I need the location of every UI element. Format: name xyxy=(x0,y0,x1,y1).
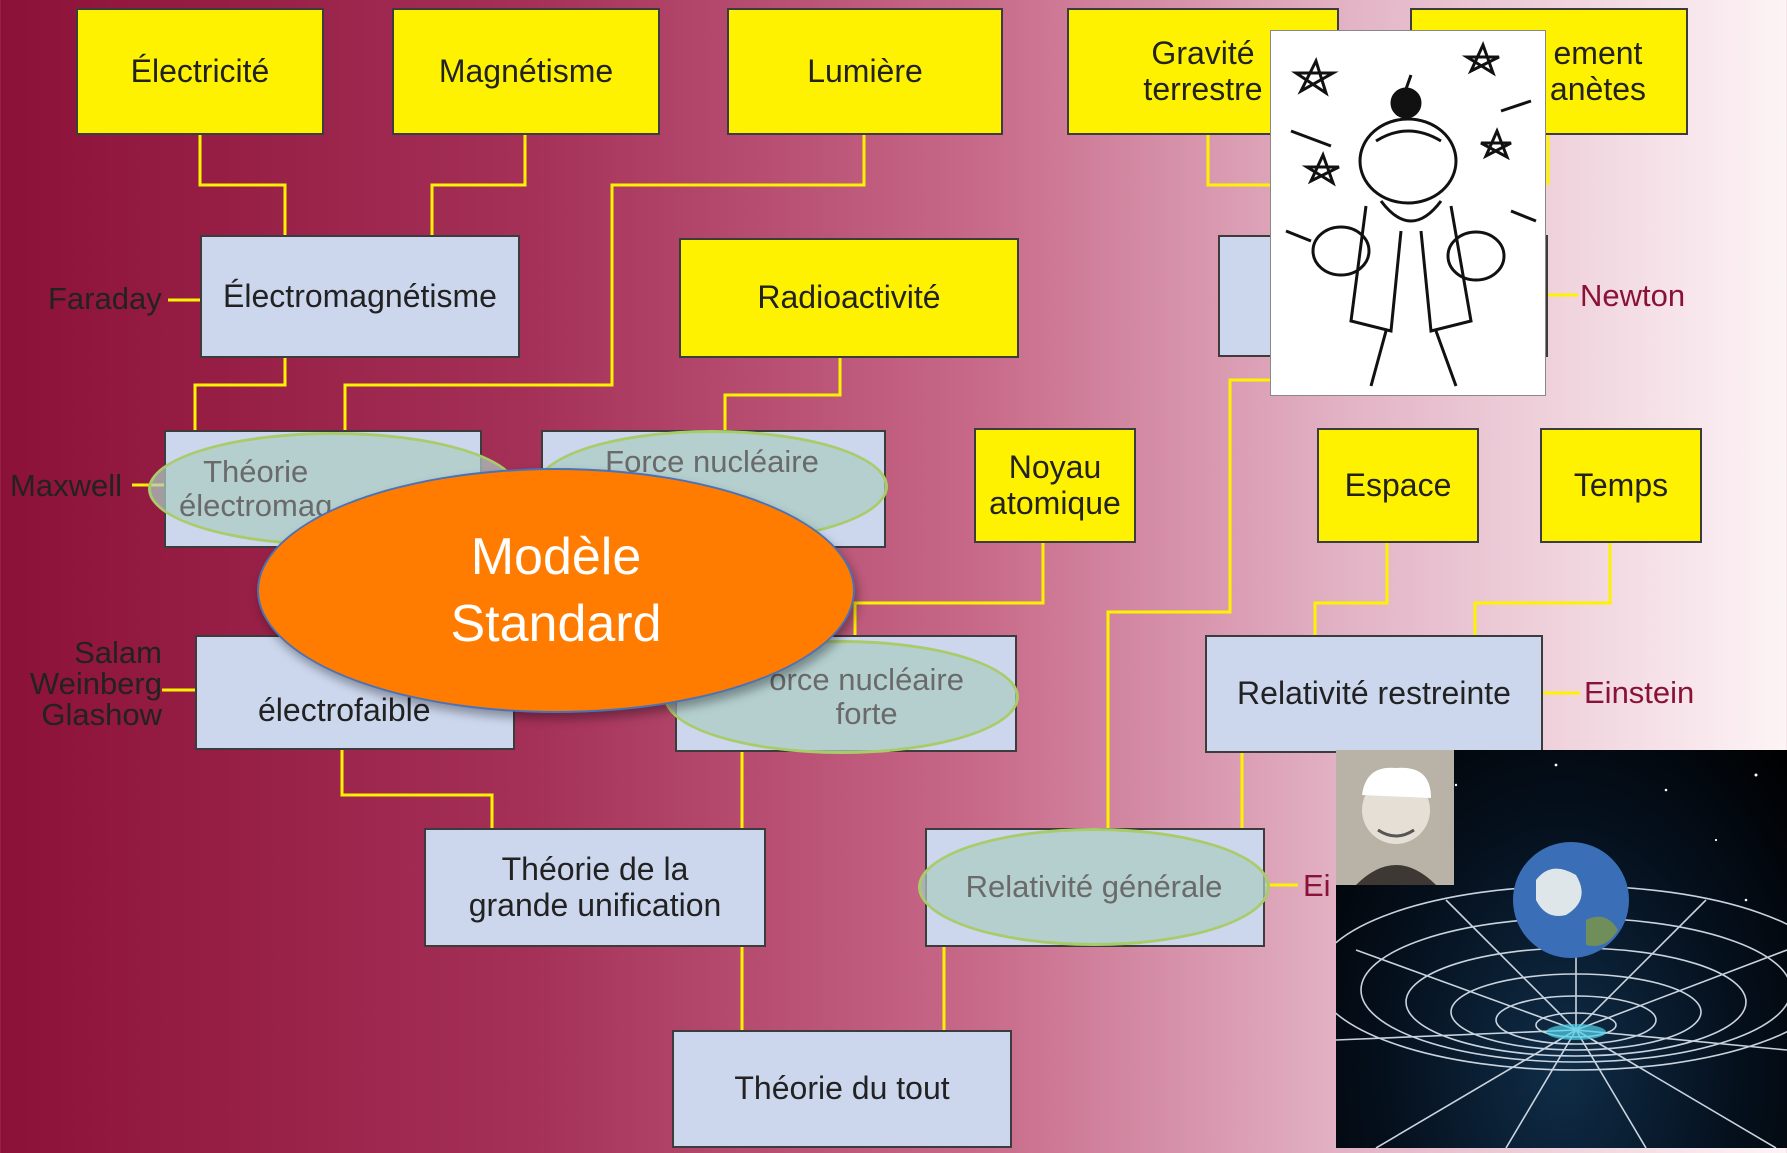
connector-espace xyxy=(1313,543,1389,635)
node-radioactivite: Radioactivité xyxy=(679,238,1019,358)
connector-lumiere xyxy=(343,135,866,430)
person-einstein-restreinte: Einstein xyxy=(1584,675,1695,710)
node-electricite: Électricité xyxy=(76,8,324,135)
person-salam-weinberg-glashow: Salam Weinberg Glashow xyxy=(29,635,162,732)
newton-apple-cartoon-image xyxy=(1270,30,1546,396)
connector-temps xyxy=(1473,543,1612,635)
node-theorie-du-tout: Théorie du tout xyxy=(672,1030,1012,1148)
node-espace: Espace xyxy=(1317,428,1479,543)
ellipse-relativite-generale: Relativité générale xyxy=(918,828,1270,946)
connector-electricite xyxy=(198,135,287,235)
connector-magnetisme xyxy=(430,135,527,235)
person-newton: Newton xyxy=(1580,278,1686,313)
einstein-spacetime-image xyxy=(1315,750,1787,1149)
node-noyau: Noyau atomique xyxy=(974,428,1136,543)
node-magnetisme: Magnétisme xyxy=(392,8,660,135)
node-electrofaible-label: électrofaible xyxy=(258,692,431,728)
ellipse-force-nucleaire-forte: orce nucléaire forte xyxy=(664,640,1019,754)
connector-electrofaible xyxy=(340,750,494,828)
node-electromagnetisme: Électromagnétisme xyxy=(200,235,520,358)
person-faraday: Faraday xyxy=(48,281,162,316)
modele-standard-ellipse: Modèle Standard xyxy=(257,468,855,713)
connector-gravity-to-relgen xyxy=(1106,378,1310,828)
node-grande-unification: Théorie de la grande unification xyxy=(424,828,766,947)
spacetime-grid-drawing xyxy=(1315,750,1787,1149)
node-lumiere: Lumière xyxy=(727,8,1003,135)
connector-noyau xyxy=(853,540,1045,635)
person-maxwell: Maxwell xyxy=(10,468,122,503)
node-temps: Temps xyxy=(1540,428,1702,543)
connector-gravite xyxy=(1206,135,1290,187)
connector-radioactivite xyxy=(723,358,842,430)
person-einstein-generale: Ei xyxy=(1303,868,1331,903)
connector-em-to-theory xyxy=(193,358,287,430)
cartoon-drawing xyxy=(1285,41,1537,387)
node-relativite-restreinte: Relativité restreinte xyxy=(1205,635,1543,753)
